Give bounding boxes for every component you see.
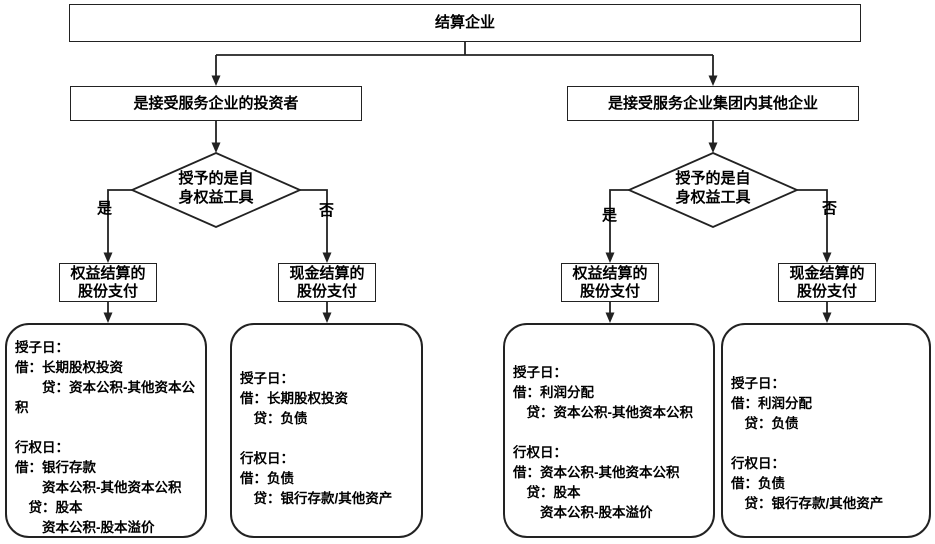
journal-box-investor-equity: 授子日： 借：长期股权投资 贷：资本公积-其他资本公 积 行权日： 借：银行存款… [5, 323, 207, 538]
root-box: 结算企业 [69, 4, 861, 42]
journal-line [731, 434, 923, 454]
journal-line: 资本公积-股本溢价 [513, 505, 653, 520]
decision-text-left: 授予的是自 身权益工具 [146, 169, 286, 207]
journal-line [15, 418, 199, 438]
outcome-box-cash-left: 现金结算的 股份支付 [278, 263, 376, 302]
yes-label-left: 是 [97, 200, 113, 217]
arrowhead-icon [708, 75, 718, 86]
category-box-investor-label: 是接受服务企业的投资者 [133, 94, 299, 112]
journal-line: 授子日： [731, 376, 785, 391]
journal-line: 积 [15, 400, 29, 415]
root-box-label: 结算企业 [434, 14, 495, 31]
journal-line: 行权日： [240, 451, 294, 466]
decision-text-right-line1: 授予的是自 [675, 170, 751, 187]
category-box-group-company: 是接受服务企业集团内其他企业 [567, 86, 859, 121]
yes-label-right: 是 [602, 207, 618, 224]
decision-text-left-line2: 身权益工具 [178, 189, 254, 206]
arrowhead-icon [322, 312, 332, 323]
arrowhead-icon [322, 252, 332, 263]
journal-box-group-equity: 授子日： 借：利润分配 贷：资本公积-其他资本公积 行权日： 借：资本公积-其他… [503, 323, 715, 538]
arrowhead-icon [822, 252, 832, 263]
arrowhead-icon [605, 252, 615, 263]
journal-line: 借：长期股权投资 [15, 360, 123, 375]
journal-line: 贷：银行存款/其他资产 [731, 496, 884, 511]
journal-line: 借：利润分配 [513, 385, 594, 400]
journal-box-group-cash: 授子日： 借：利润分配 贷：负债 行权日： 借：负债 贷：银行存款/其他资产 [721, 323, 931, 538]
outcome-label: 权益结算的 [70, 264, 146, 282]
journal-line: 借：银行存款 [15, 460, 96, 475]
category-box-investor: 是接受服务企业的投资者 [70, 86, 362, 121]
arrowhead-icon [708, 142, 718, 153]
journal-box-investor-cash: 授子日： 借：长期股权投资 贷：负债 行权日： 借：负债 贷：银行存款/其他资产 [230, 323, 423, 538]
arrowhead-icon [211, 142, 221, 153]
outcome-label: 现金结算的 [789, 264, 865, 282]
no-label-left: 否 [319, 202, 335, 219]
category-box-group-company-label: 是接受服务企业集团内其他企业 [607, 94, 818, 112]
journal-line: 授子日： [15, 340, 69, 355]
flow-line [609, 189, 629, 253]
outcome-label: 股份支付 [796, 282, 857, 300]
journal-line: 借：利润分配 [731, 396, 812, 411]
journal-line: 贷：股本 [15, 500, 83, 515]
outcome-label: 现金结算的 [289, 264, 365, 282]
flow-arrowheads [103, 75, 832, 323]
journal-line [513, 423, 707, 443]
outcome-label: 股份支付 [296, 282, 357, 300]
decision-text-right: 授予的是自 身权益工具 [643, 169, 783, 207]
outcome-box-equity-right: 权益结算的 股份支付 [561, 263, 659, 302]
flow-line [107, 189, 132, 253]
arrowhead-icon [822, 312, 832, 323]
flow-lines [107, 42, 828, 313]
journal-line: 借：长期股权投资 [240, 391, 348, 406]
flow-line [300, 189, 328, 253]
flow-line [797, 189, 828, 253]
journal-line: 行权日： [731, 456, 785, 471]
journal-line: 借：负债 [240, 471, 294, 486]
decision-text-left-line1: 授予的是自 [178, 170, 254, 187]
outcome-box-equity-left: 权益结算的 股份支付 [59, 263, 157, 302]
journal-line: 授子日： [240, 371, 294, 386]
journal-line: 行权日： [513, 445, 567, 460]
arrowhead-icon [103, 312, 113, 323]
journal-line: 借：负债 [731, 476, 785, 491]
outcome-label: 股份支付 [579, 282, 640, 300]
journal-line: 资本公积-其他资本公积 [15, 480, 182, 495]
arrowhead-icon [211, 75, 221, 86]
journal-line: 借：资本公积-其他资本公积 [513, 465, 680, 480]
journal-line: 资本公积-股本溢价 [15, 520, 155, 535]
journal-line: 授子日： [513, 365, 567, 380]
decision-diamonds [129, 152, 800, 228]
decision-diamond-left [129, 152, 303, 228]
outcome-label: 股份支付 [77, 282, 138, 300]
outcome-label: 权益结算的 [572, 264, 648, 282]
arrowhead-icon [103, 252, 113, 263]
journal-line: 贷：股本 [513, 485, 581, 500]
journal-line [240, 429, 415, 449]
arrowhead-icon [605, 312, 615, 323]
journal-line: 贷：银行存款/其他资产 [240, 491, 393, 506]
journal-line: 贷：负债 [240, 411, 308, 426]
journal-line: 贷：负债 [731, 416, 799, 431]
journal-line: 贷：资本公积-其他资本公 [15, 380, 195, 395]
decision-diamond-right [626, 152, 800, 228]
journal-line: 行权日： [15, 440, 69, 455]
outcome-box-cash-right: 现金结算的 股份支付 [778, 263, 876, 302]
decision-text-right-line2: 身权益工具 [675, 189, 751, 206]
journal-line: 贷：资本公积-其他资本公积 [513, 405, 693, 420]
no-label-right: 否 [822, 200, 838, 217]
